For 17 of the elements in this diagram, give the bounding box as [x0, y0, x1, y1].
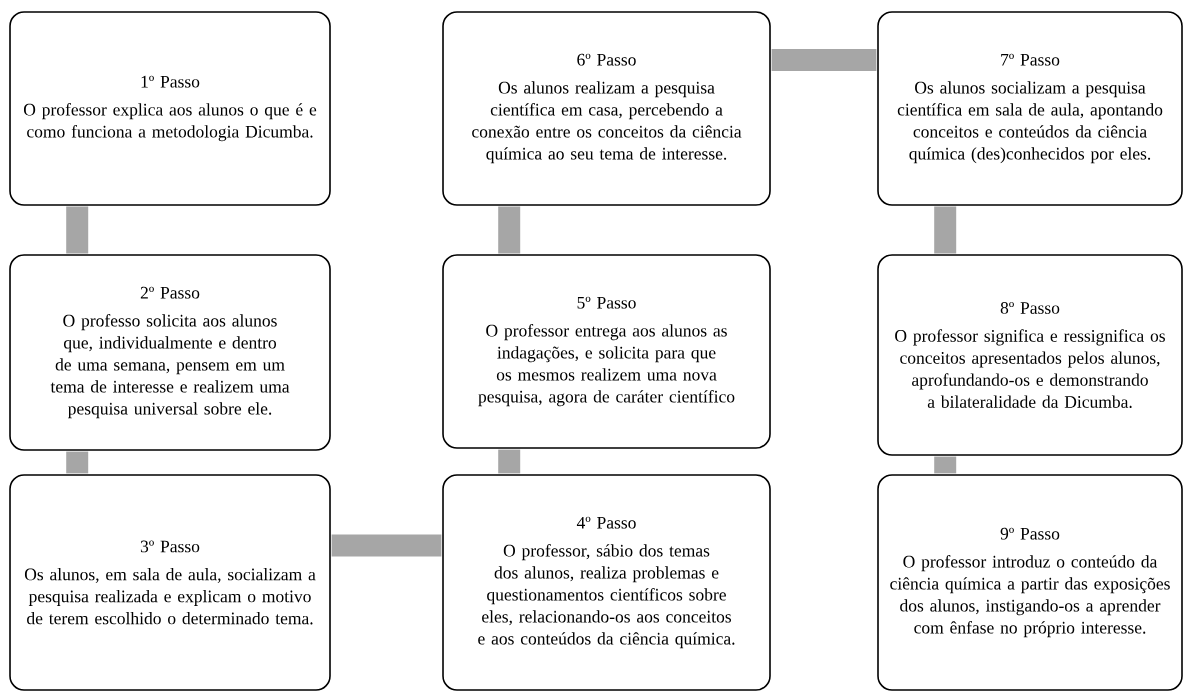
step-box: 1º Passo O professor explica aos alunos o que é e como funciona a metodologia Dicumba. [9, 11, 331, 206]
connector-bar [66, 451, 89, 474]
step-box: 6º Passo Os alunos realizam a pesquisa científica em casa, percebendo a conexão entre os conceitos da ciência química ao seu tema de interesse. [442, 11, 771, 206]
step-box: 4º Passo O professor, sábio dos temas dos alunos, realiza problemas e questionamentos científicos sobre eles, relacionando-os aos conceitos e aos conteúdos da ciência química. [442, 474, 771, 691]
step-box: 7º Passo Os alunos socializam a pesquisa científica em sala de aula, apontando conceitos e conteúdos da ciência química (des)conhecidos por eles. [877, 11, 1183, 206]
step-box: 3º Passo Os alunos, em sala de aula, socializam a pesquisa realizada e explicam o motivo de terem escolhido o determinado tema. [9, 474, 331, 691]
step-box: 9º Passo O professor introduz o conteúdo da ciência química a partir das exposições dos alunos, instigando-os a aprender com ênfase no próprio interesse. [877, 474, 1183, 691]
connector-bar [498, 449, 521, 474]
connector-bar [66, 206, 89, 254]
step-box: 2º Passo O professo solicita aos alunos que, individualmente e dentro de uma semana, pensem em um tema de interesse e realizem uma pesquisa universal sobre ele. [9, 254, 331, 451]
connector-bar [331, 534, 442, 557]
connector-bar [934, 206, 957, 254]
step-box: 8º Passo O professor significa e ressignifica os conceitos apresentados pelos alunos, aprofundando-os e demonstrando a bilateralidade da Dicumba. [877, 254, 1183, 456]
step-box: 5º Passo O professor entrega aos alunos as indagações, e solicita para que os mesmos realizem uma nova pesquisa, agora de caráter científico [442, 254, 771, 449]
connector-bar [771, 49, 877, 71]
connector-bar [498, 206, 521, 254]
connector-bar [934, 456, 957, 474]
